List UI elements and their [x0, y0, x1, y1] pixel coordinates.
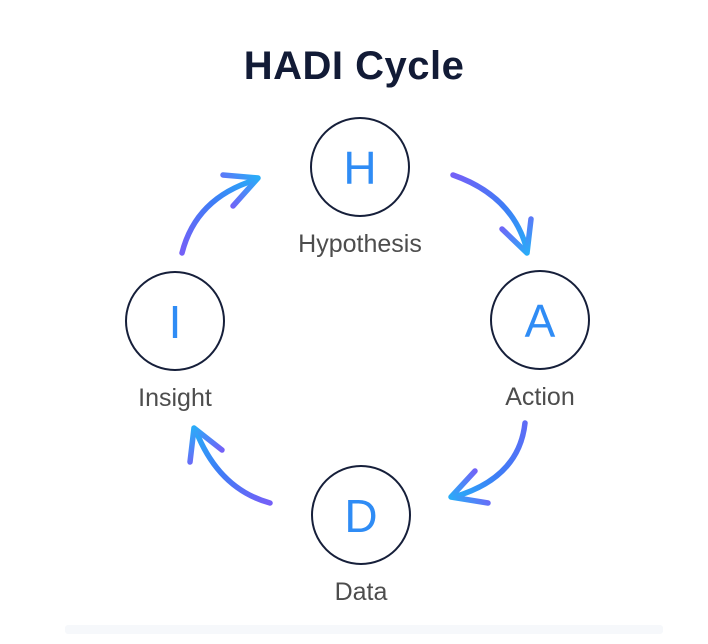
hypothesis-label: Hypothesis	[298, 230, 422, 258]
arrow-head-icon	[220, 172, 261, 209]
diagram-title: HADI Cycle	[243, 44, 465, 88]
data-label: Data	[334, 578, 388, 606]
arrow-shaft	[451, 420, 528, 500]
hypothesis-circle: H	[310, 117, 410, 217]
arrow-shaft	[450, 172, 530, 253]
insight-letter: I	[168, 296, 182, 348]
action-circle: A	[490, 270, 590, 370]
node-action: A Action	[450, 270, 630, 412]
arrow-head-icon	[448, 468, 491, 506]
arrow-hypothesis-to-action	[450, 172, 534, 256]
action-letter: A	[524, 295, 556, 347]
bottom-edge-bar	[65, 625, 663, 634]
node-insight: I Insight	[85, 271, 265, 413]
arrow-shaft	[193, 428, 273, 506]
insight-circle: I	[125, 271, 225, 371]
data-letter: D	[344, 490, 378, 542]
arrow-head-icon	[499, 216, 534, 256]
arrow-action-to-data	[448, 420, 528, 506]
action-label: Action	[505, 383, 575, 411]
arrow-insight-to-hypothesis	[179, 172, 261, 256]
data-circle: D	[311, 465, 411, 565]
arrow-head-icon	[187, 425, 225, 465]
insight-label: Insight	[138, 384, 212, 412]
arrow-shaft	[179, 177, 258, 256]
node-hypothesis: H Hypothesis	[270, 117, 450, 259]
arrow-data-to-insight	[187, 425, 273, 506]
node-data: D Data	[271, 465, 451, 607]
hypothesis-letter: H	[343, 142, 377, 194]
